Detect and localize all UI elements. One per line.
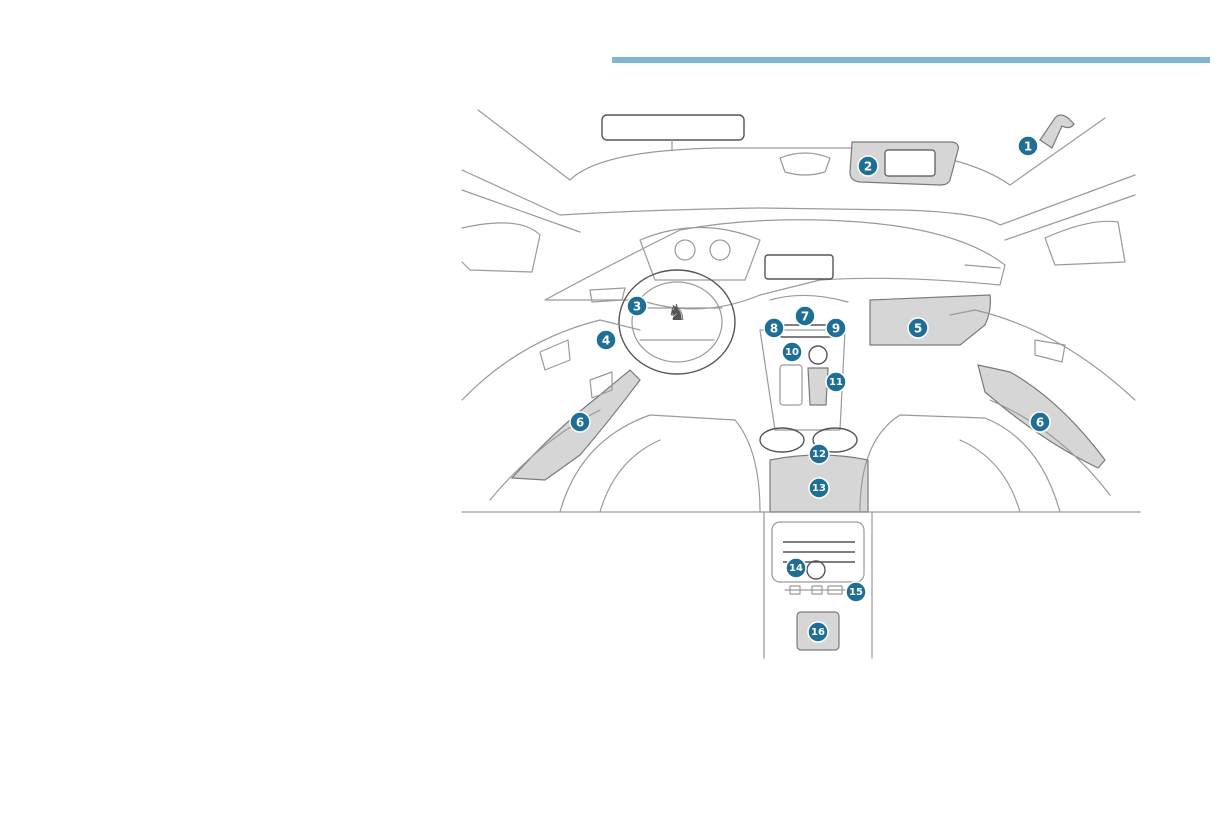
callout-8: 8 — [764, 318, 784, 338]
callout-number: 15 — [849, 587, 863, 598]
callout-15: 15 — [846, 582, 866, 602]
brand-logo: ♞ — [667, 300, 687, 325]
dashboard — [545, 220, 1005, 309]
left-side-mirror — [462, 223, 540, 272]
callout-number: 10 — [785, 347, 799, 358]
callout-9: 9 — [826, 318, 846, 338]
callout-number: 4 — [602, 334, 610, 348]
callout-14: 14 — [786, 558, 806, 578]
callout-number: 11 — [829, 377, 843, 388]
callout-number: 6 — [1036, 416, 1044, 430]
right-side-mirror — [1045, 221, 1125, 265]
callout-13: 13 — [809, 478, 829, 498]
vanity-mirror — [885, 150, 935, 176]
callout-1: 1 — [1018, 136, 1038, 156]
callout-number: 8 — [770, 322, 778, 336]
callout-number: 5 — [914, 322, 922, 336]
callout-10: 10 — [782, 342, 802, 362]
roof-console — [780, 153, 830, 175]
callout-number: 14 — [789, 563, 803, 574]
callout-11: 11 — [826, 372, 846, 392]
callout-number: 6 — [576, 416, 584, 430]
callout-4: 4 — [596, 330, 616, 350]
callout-5: 5 — [908, 318, 928, 338]
callout-2: 2 — [858, 156, 878, 176]
callout-6a: 6 — [570, 412, 590, 432]
steering-wheel: ♞ — [619, 270, 735, 374]
rear-view-mirror — [602, 115, 744, 140]
callout-7: 7 — [795, 306, 815, 326]
callout-12: 12 — [809, 444, 829, 464]
callout-6b: 6 — [1030, 412, 1050, 432]
callout-3: 3 — [627, 296, 647, 316]
glove-box — [870, 295, 990, 345]
callout-16: 16 — [808, 622, 828, 642]
callout-number: 7 — [801, 310, 809, 324]
callout-number: 13 — [812, 483, 826, 494]
callout-number: 2 — [864, 160, 872, 174]
callout-number: 12 — [812, 449, 826, 460]
callout-number: 1 — [1024, 140, 1032, 154]
callout-number: 9 — [832, 322, 840, 336]
callout-number: 16 — [811, 627, 825, 638]
callout-number: 3 — [633, 300, 641, 314]
